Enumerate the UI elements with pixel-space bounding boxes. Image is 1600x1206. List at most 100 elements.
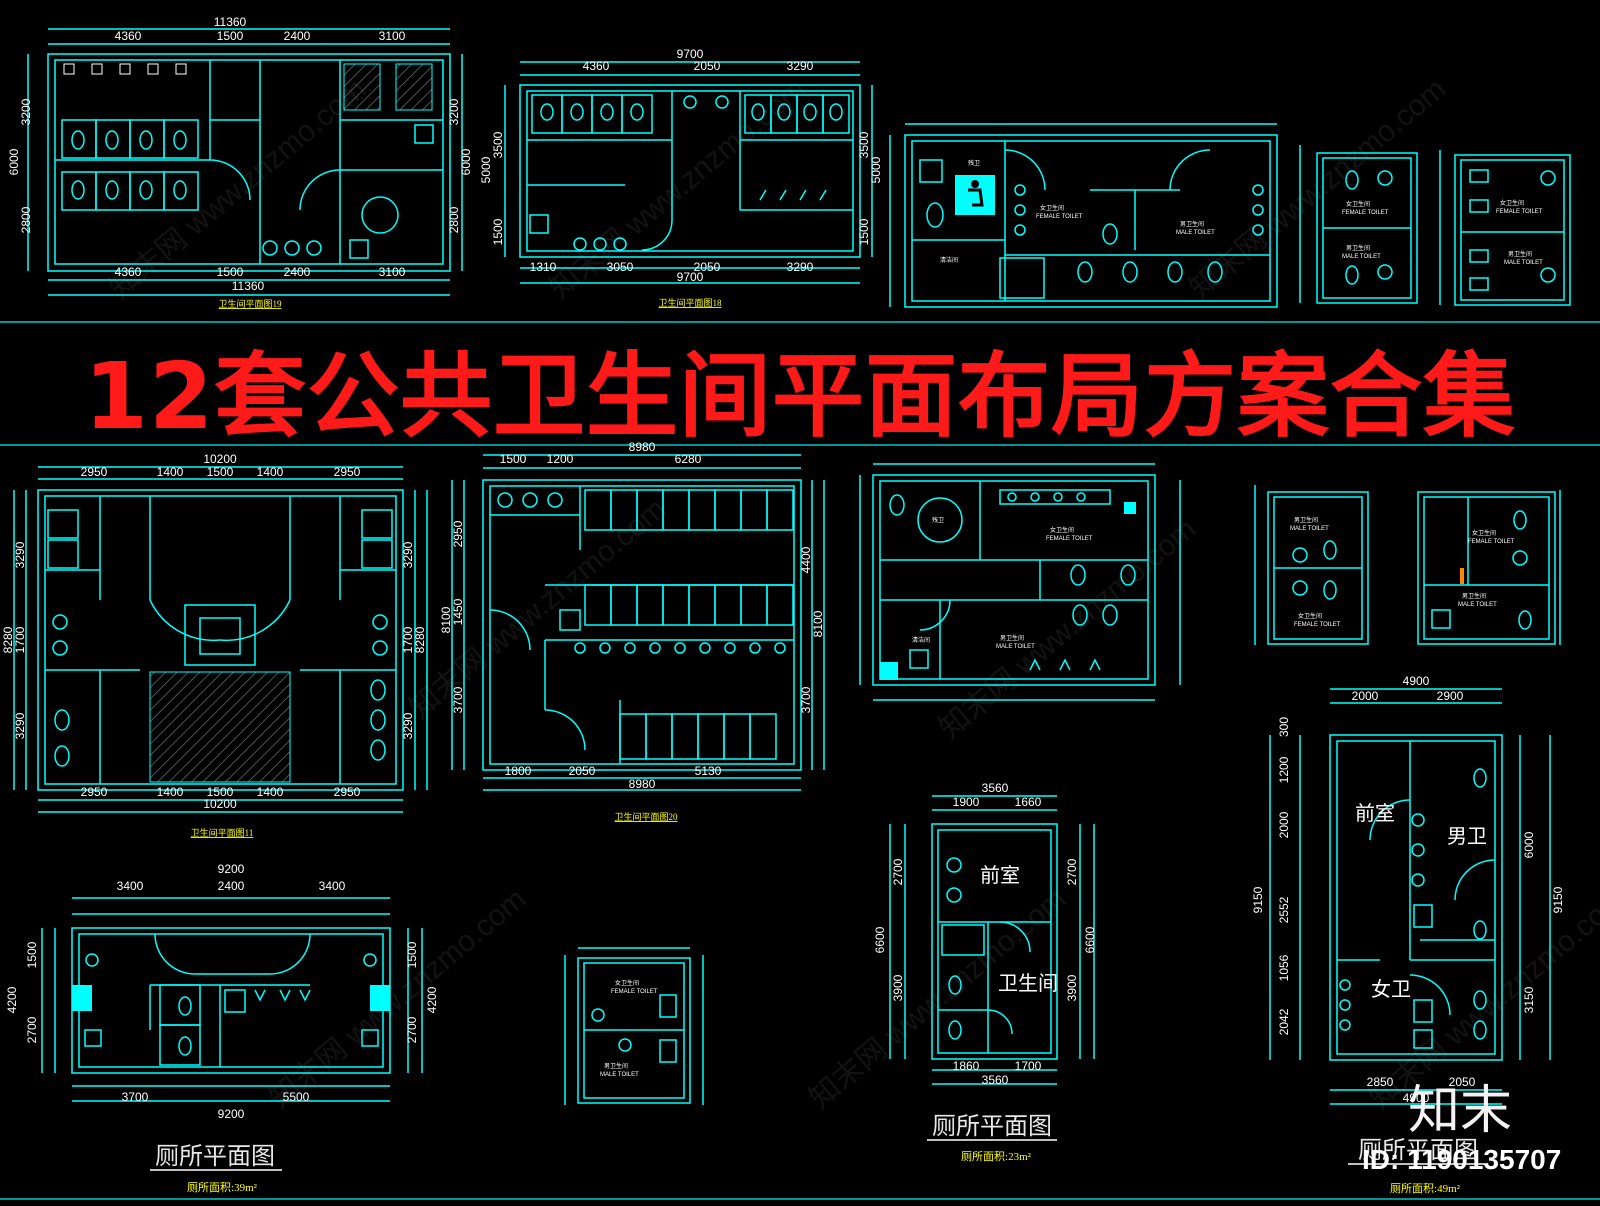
- dim: 2000: [1352, 689, 1379, 703]
- plan-title: 卫生间平面图18: [658, 297, 722, 308]
- room-label: 女卫生间: [1500, 199, 1524, 207]
- dim: 5130: [695, 764, 722, 778]
- dim: 1500: [207, 465, 234, 479]
- dim: 2700: [1065, 858, 1079, 885]
- dim-total: 3560: [982, 1073, 1009, 1087]
- dim: 5500: [283, 1090, 310, 1104]
- dim-total: 9200: [218, 862, 245, 876]
- floor-plan-9: 男卫生间 MALE TOILET 女卫生间 FEMALE TOILET: [1254, 485, 1369, 645]
- dim: 1400: [157, 785, 184, 799]
- svg-text:知末网 www.znzmo.com: 知末网 www.znzmo.com: [1183, 72, 1452, 305]
- toilet-plan-39: 9200 3400 2400 3400 3700 5500 9200 1500 …: [5, 862, 439, 1194]
- dim-total: 8980: [629, 777, 656, 791]
- dim: 1500: [217, 29, 244, 43]
- dim: 3050: [607, 260, 634, 274]
- dim: 1500: [25, 941, 39, 968]
- room-label: 男卫生间: [1346, 244, 1370, 252]
- dim-total: 4900: [1403, 1091, 1430, 1105]
- dim-total: 9200: [218, 1107, 245, 1121]
- room-label: 男卫生间: [604, 1062, 628, 1070]
- room-label: 女卫生间: [1472, 529, 1496, 537]
- dim: 3290: [401, 541, 415, 568]
- dim: 9150: [1251, 886, 1265, 913]
- asset-id-label: ID: 1190135707: [1362, 1144, 1562, 1175]
- floor-plan-3: 残卫 女卫生间 FEMALE TOILET 男卫生间 MALE TOILET 清…: [889, 123, 1278, 308]
- dim: 2800: [447, 206, 461, 233]
- floor-plan-4: 女卫生间 FEMALE TOILET 男卫生间 MALE TOILET: [1299, 145, 1418, 304]
- room-label: MALE TOILET: [600, 1072, 639, 1078]
- dim: 2050: [1449, 1075, 1476, 1089]
- room-label: 男卫: [1447, 826, 1487, 848]
- dim: 6600: [873, 926, 887, 953]
- dim-total: 10200: [203, 797, 237, 811]
- dim: 2950: [451, 520, 465, 547]
- dim: 4400: [799, 546, 813, 573]
- brand-logo: 知末: [1408, 1081, 1513, 1141]
- dim: 1500: [405, 941, 419, 968]
- dim: 1500: [217, 265, 244, 279]
- dim: 1500: [857, 218, 871, 245]
- dim: 3290: [13, 541, 27, 568]
- dim: 1800: [505, 764, 532, 778]
- plan-area: 厕所面积:23m²: [961, 1150, 1032, 1163]
- dim: 2000: [1277, 811, 1291, 838]
- dim: 2400: [218, 879, 245, 893]
- dim: 4360: [583, 59, 610, 73]
- dim: 1660: [1015, 795, 1042, 809]
- dim: 8280: [413, 626, 427, 653]
- dim: 300: [1277, 717, 1291, 737]
- dim: 1860: [953, 1059, 980, 1073]
- room-label: 前室: [1355, 802, 1395, 825]
- dim: 3400: [319, 879, 346, 893]
- dim: 1400: [257, 465, 284, 479]
- room-label: MALE TOILET: [1176, 230, 1215, 236]
- room-label: 清洁间: [940, 256, 958, 264]
- plan-title: 厕所平面图: [155, 1143, 275, 1170]
- dim: 2700: [25, 1016, 39, 1043]
- dim: 3100: [379, 265, 406, 279]
- dim: 1400: [157, 465, 184, 479]
- room-label: 清洁间: [912, 636, 930, 644]
- room-label: 女卫生间: [1298, 612, 1322, 620]
- room-label: MALE TOILET: [1342, 254, 1381, 260]
- dim: 6000: [459, 148, 473, 175]
- room-label: 女卫生间: [615, 979, 639, 987]
- dim-total: 8980: [629, 440, 656, 454]
- dim-total: 9700: [677, 270, 704, 284]
- dim: 1500: [207, 785, 234, 799]
- dim: 8100: [811, 610, 825, 637]
- dim: 3700: [451, 686, 465, 713]
- dim: 2400: [284, 265, 311, 279]
- dim: 3100: [379, 29, 406, 43]
- toilet-plan-49: 4900 2000 2900 2850 2050 4900 300 1200 2…: [1251, 674, 1565, 1195]
- plan-title: 厕所平面图: [1358, 1137, 1478, 1164]
- floor-plan-11: 10200 2950 1400 1500 1400 2950 2950 1400…: [1, 452, 428, 838]
- dim: 6600: [1083, 926, 1097, 953]
- room-label: FEMALE TOILET: [1468, 539, 1515, 545]
- dim: 3200: [19, 98, 33, 125]
- stall-row: [584, 489, 794, 760]
- room-label: 男卫生间: [1508, 250, 1532, 258]
- floor-plan-18: 9700 4360 2050 3290 1310 3050 2050 3290 …: [479, 47, 883, 308]
- dim-total: 10200: [203, 452, 237, 466]
- floor-plan-12: 女卫生间 FEMALE TOILET 男卫生间 MALE TOILET: [564, 947, 704, 1105]
- dim: 2900: [1437, 689, 1464, 703]
- dim: 8100: [439, 606, 453, 633]
- room-label: FEMALE TOILET: [1342, 210, 1389, 216]
- dim: 3200: [447, 98, 461, 125]
- room-label: FEMALE TOILET: [1036, 214, 1083, 220]
- dim: 1056: [1277, 954, 1291, 981]
- dim: 3500: [491, 131, 505, 158]
- dim: 3700: [122, 1090, 149, 1104]
- dim: 2050: [569, 764, 596, 778]
- dim: 4360: [115, 29, 142, 43]
- room-label: 女卫生间: [1050, 526, 1074, 534]
- dim: 2950: [81, 465, 108, 479]
- floor-plan-5: 女卫生间 FEMALE TOILET 男卫生间 MALE TOILET: [1439, 150, 1571, 306]
- floor-plan-19: 11360 4360 1500 2400 3100 4360 1500 2400…: [7, 15, 473, 309]
- dim: 1500: [491, 218, 505, 245]
- dim: 2950: [334, 465, 361, 479]
- room-label: 男卫生间: [1294, 516, 1318, 524]
